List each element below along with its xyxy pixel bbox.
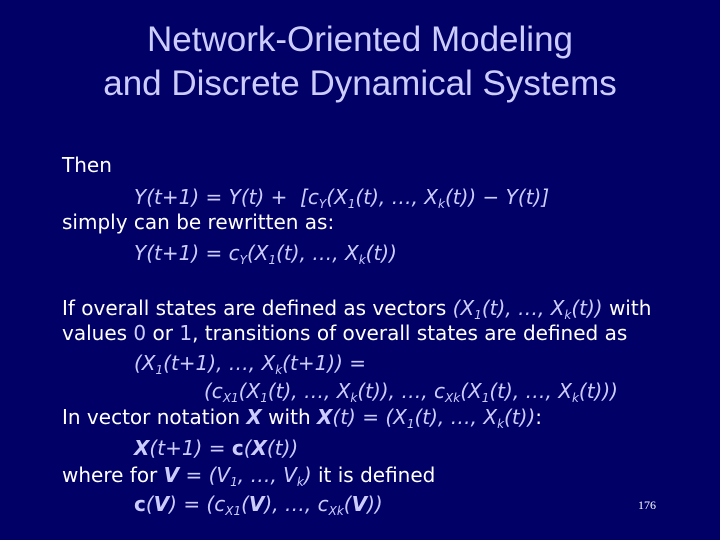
rewrite-text: simply can be rewritten as: [62, 210, 335, 234]
page-number: 176 [638, 498, 656, 512]
slide-title: Network-Oriented Modeling and Discrete D… [0, 18, 720, 106]
title-line-1: Network-Oriented Modeling [146, 20, 573, 59]
equation-1: Y(t+1) = Y(t) + [cY(X1(t), …, Xk(t)) − Y… [134, 185, 550, 211]
equation-2: Y(t+1) = cY(X1(t), …, Xk(t)) [134, 241, 397, 267]
vector-notation-text: In vector notation X with X(t) = (X1(t),… [62, 405, 543, 431]
paragraph-1-line-2: values 0 or 1, transitions of overall st… [62, 321, 628, 345]
equation-3: (X1(t+1), …, Xk(t+1)) = [134, 351, 367, 377]
equation-6: c(V) = (cX1(V), …, cXk(V)) [134, 492, 383, 518]
where-text: where for V = (V1, …, Vk) it is defined [62, 463, 436, 489]
equation-4: (cX1(X1(t), …, Xk(t)), …, cXk(X1(t), …, … [204, 379, 618, 405]
paragraph-1-line-1: If overall states are defined as vectors… [62, 296, 652, 322]
equation-5: X(t+1) = c(X(t)) [134, 436, 299, 460]
title-line-2: and Discrete Dynamical Systems [103, 64, 617, 103]
then-label: Then [62, 153, 112, 177]
